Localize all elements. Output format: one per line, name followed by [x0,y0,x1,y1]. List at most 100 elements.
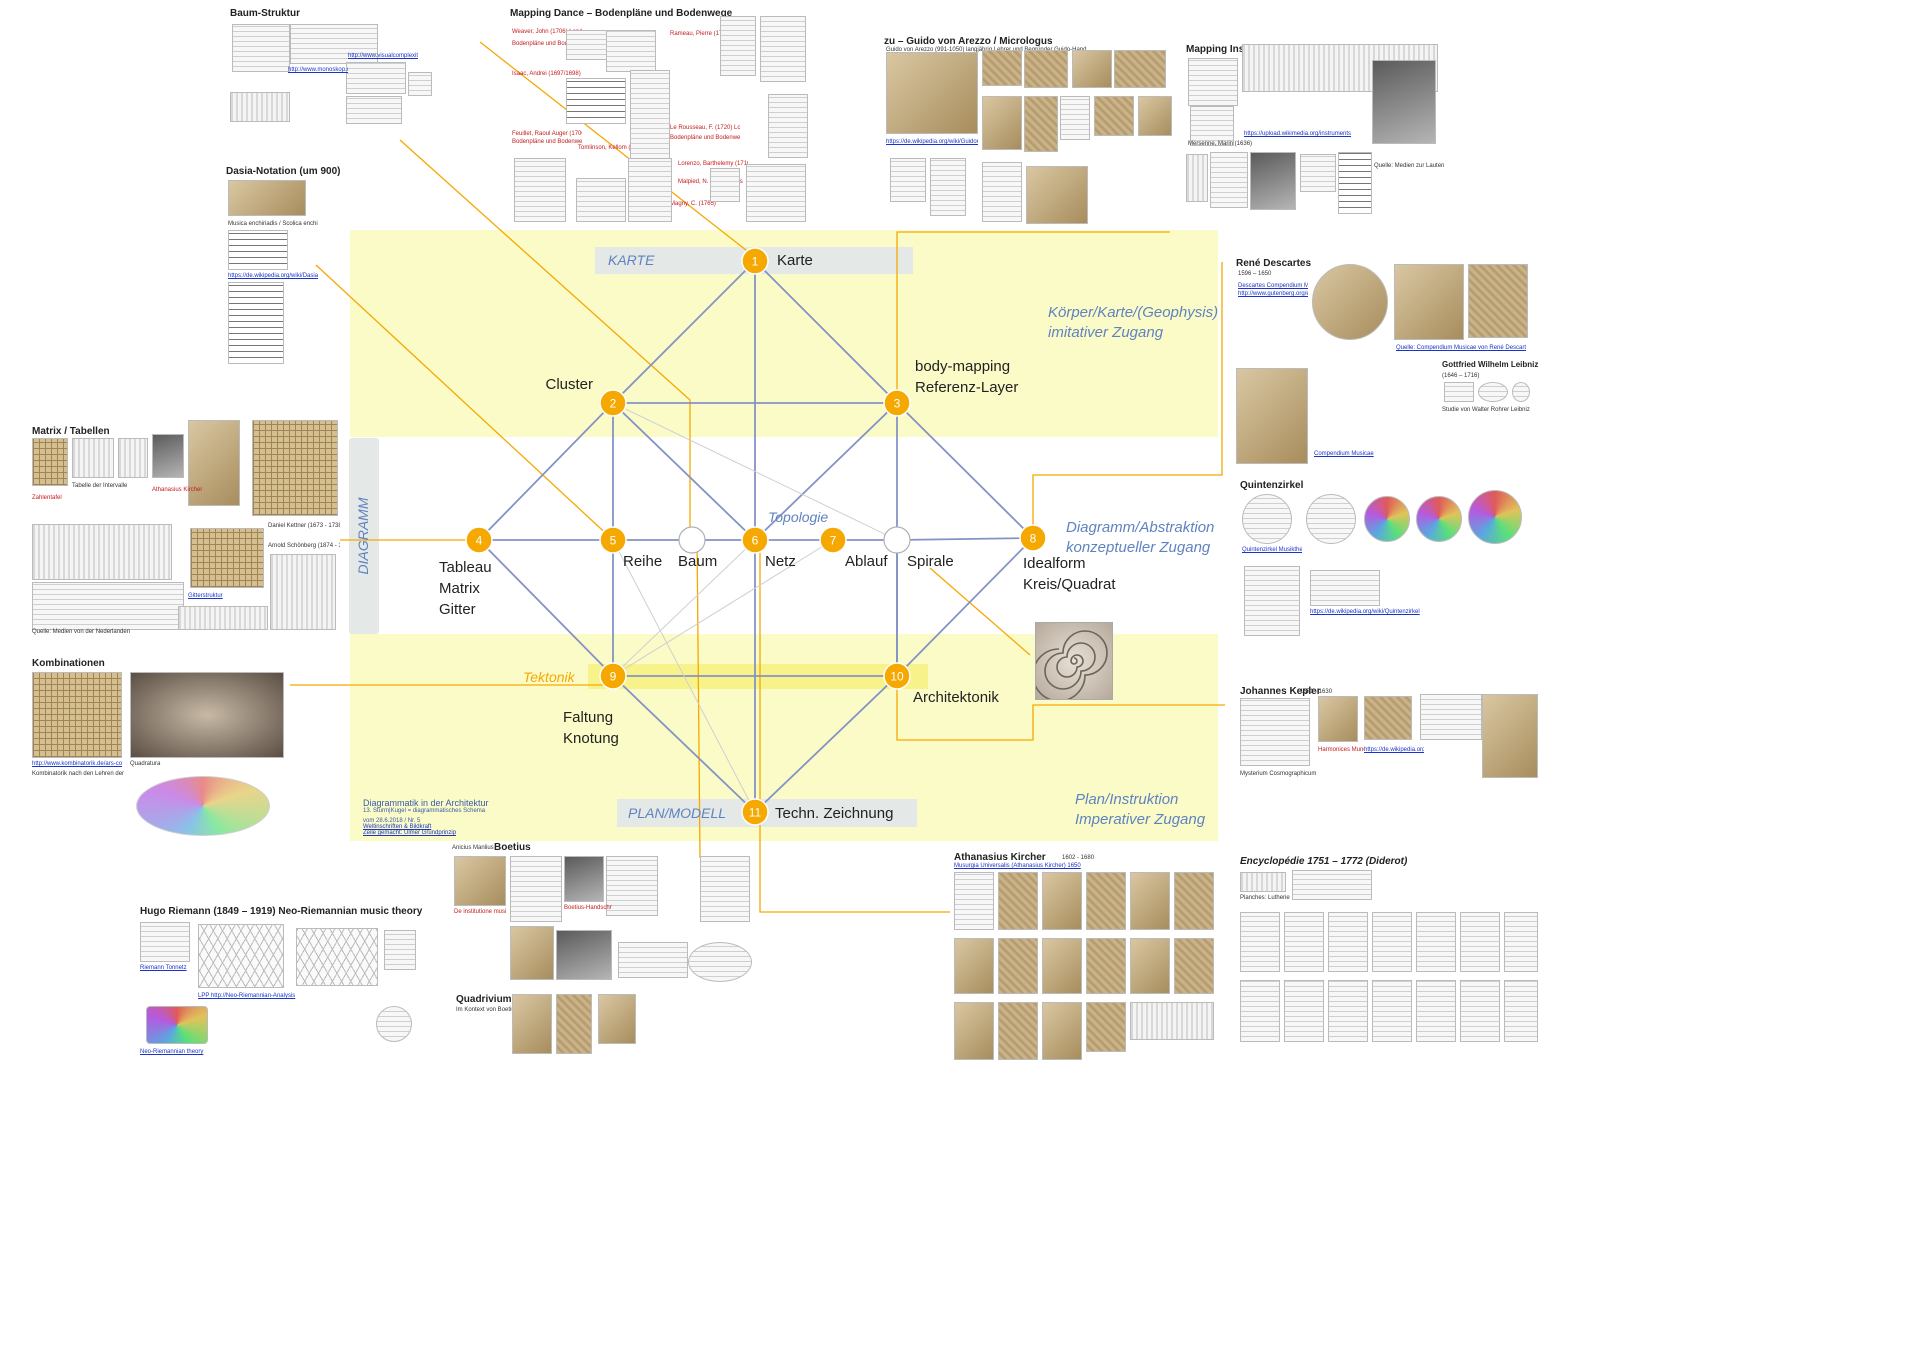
thumbnail-image [1072,50,1112,88]
node-marker[interactable] [883,662,911,690]
panel-caption[interactable]: https://de.wikipedia.org/wiki/Kepler [1364,747,1424,753]
node-marker[interactable] [599,526,627,554]
thumbnail-image [1372,980,1412,1042]
panel-caption[interactable]: https://de.wikipedia.org/wiki/Guidonisch… [886,139,978,145]
thumbnail-image [1478,382,1508,402]
panel-caption: Weaver, John (1706) London [512,29,582,35]
node-marker[interactable] [599,389,627,417]
panel-caption: Isaac, Andrei (1697/1698) [512,71,581,77]
thumbnail-image [1042,872,1082,930]
thumbnail-image [118,438,148,478]
thumbnail-image [1240,872,1286,892]
diagram-edge [896,402,1034,539]
connector-line [479,41,761,262]
node-marker[interactable] [678,526,706,554]
diagram-edge [478,539,614,677]
panel-caption[interactable]: Riemann Tonnetz [140,965,187,971]
side-label-koerper: Körper/Karte/(Geophysis) imitativer Zuga… [1048,304,1219,341]
thumbnail-image [188,420,240,506]
panel-encyclopedie: Encyclopédie 1751 – 1772 (Diderot) Planc… [1240,856,1540,1052]
panel-kepler: Johannes Kepler 1571 - 1630 Mysterium Co… [1240,686,1540,816]
thumbnail-image [1174,872,1214,930]
panel-caption[interactable]: https://de.wikipedia.org/wiki/Dasia-Nota… [228,273,318,279]
panel-quadrivium: Quadrivium Im Kontext von Boetius [456,994,636,1078]
thumbnail-image [606,30,656,72]
thumbnail-image [700,856,750,922]
panel-caption[interactable]: Neo-Riemannian theory [140,1049,204,1055]
panel-descartes: René Descartes 1596 – 1650 Descartes Com… [1236,258,1536,468]
panel-caption: Boetius-Handschrift [564,905,612,911]
panel-title: Athanasius Kircher [954,852,1046,863]
thumbnail-image [32,582,184,630]
node-marker[interactable] [741,247,769,275]
thumbnail-image [152,434,184,478]
diagram-edge-faint [612,539,834,677]
node-marker[interactable] [741,526,769,554]
diagram-edge [612,402,756,541]
thumbnail-image [1420,694,1482,740]
thumbnail-image [566,78,626,124]
thumbnail-image [1460,980,1500,1042]
node-number: 5 [610,534,617,548]
node-marker[interactable] [883,389,911,417]
node-marker[interactable] [741,798,769,826]
panel-title: Quadrivium [456,994,512,1005]
connector-line [315,264,614,541]
node-marker[interactable] [1019,524,1047,552]
side-label-plan: Plan/Instruktion Imperativer Zugang [1075,791,1206,828]
panel-caption[interactable]: LPP http://Neo-Riemannian-Analysis [198,993,296,999]
footnote-title: Diagrammatik in der Architektur [363,798,489,808]
thumbnail-image [178,606,268,630]
panel-caption[interactable]: Musurgia Universalis (Athanasius Kircher… [954,863,1081,869]
thumbnail-image [1130,872,1170,930]
node-number: 1 [752,255,759,269]
thumbnail-image [1284,912,1324,972]
thumbnail-image [1338,152,1372,214]
panel-title: Boetius [494,842,531,853]
panel-caption: Rameau, Pierre (1725) [670,31,730,37]
node-number: 7 [830,534,837,548]
panel-caption: Descartes Compendium Musicae 1618 [1238,283,1308,289]
panel-caption[interactable]: http://www.kombinatorik.de/ars-combinato… [32,761,122,767]
thumbnail-image [1130,1002,1214,1040]
thumbnail-image [1416,496,1462,542]
panel-matrix: Matrix / Tabellen Zahlentafel Athanasius… [32,420,342,636]
thumbnail-image [1284,980,1324,1042]
panel-caption: Feuillet, Raoul Auger (1700) Paris [512,131,582,137]
footnote-line: Weltinschriften & Bildkraft [363,824,432,830]
thumbnail-image [564,856,604,902]
panel-caption[interactable]: https://de.wikipedia.org/wiki/Quintenzir… [1310,609,1420,615]
thumbnail-image [140,922,190,962]
panel-caption[interactable]: https://upload.wikimedia.org/instruments [1244,131,1352,137]
node-marker[interactable] [883,526,911,554]
panel-title: Encyclopédie 1751 – 1772 (Diderot) [1240,856,1408,867]
thumbnail-image [32,672,122,758]
thumbnail-image [710,168,740,202]
panel-caption[interactable]: http://www.visualcomplexity.com [348,53,418,59]
node-marker[interactable] [465,526,493,554]
panel-caption[interactable]: Quelle: Compendium Musicae von René Desc… [1396,345,1526,351]
node-number: 11 [749,806,762,820]
thumbnail-image [982,50,1022,86]
node-marker[interactable] [599,662,627,690]
panel-caption[interactable]: Gitterstruktur [188,593,223,599]
diagram-edge-faint [612,539,756,677]
panel-title: Quintenzirkel [1240,480,1304,491]
thumbnail-image [454,856,506,906]
node-number: 2 [610,397,617,411]
panel-caption[interactable]: http://www.gutenberg.org/ebooks/compendi… [1238,291,1308,297]
panel-title: Hugo Riemann (1849 – 1919) Neo-Riemannia… [140,906,423,917]
thumbnail-image [198,924,284,988]
thumbnail-image [228,180,306,216]
footnote-line: 13. Sturm|Kugel = diagrammatisches Schem… [363,808,486,814]
node-marker[interactable] [819,526,847,554]
thumbnail-image [1364,496,1410,542]
panel-title: Mapping Instruments [1186,44,1288,55]
thumbnail-image [628,158,672,222]
thumbnail-image [270,554,336,630]
thumbnail-image [1240,980,1280,1042]
diagram-edge [896,537,1034,541]
panel-caption[interactable]: http://www.monoskop.org/tree [288,67,348,73]
